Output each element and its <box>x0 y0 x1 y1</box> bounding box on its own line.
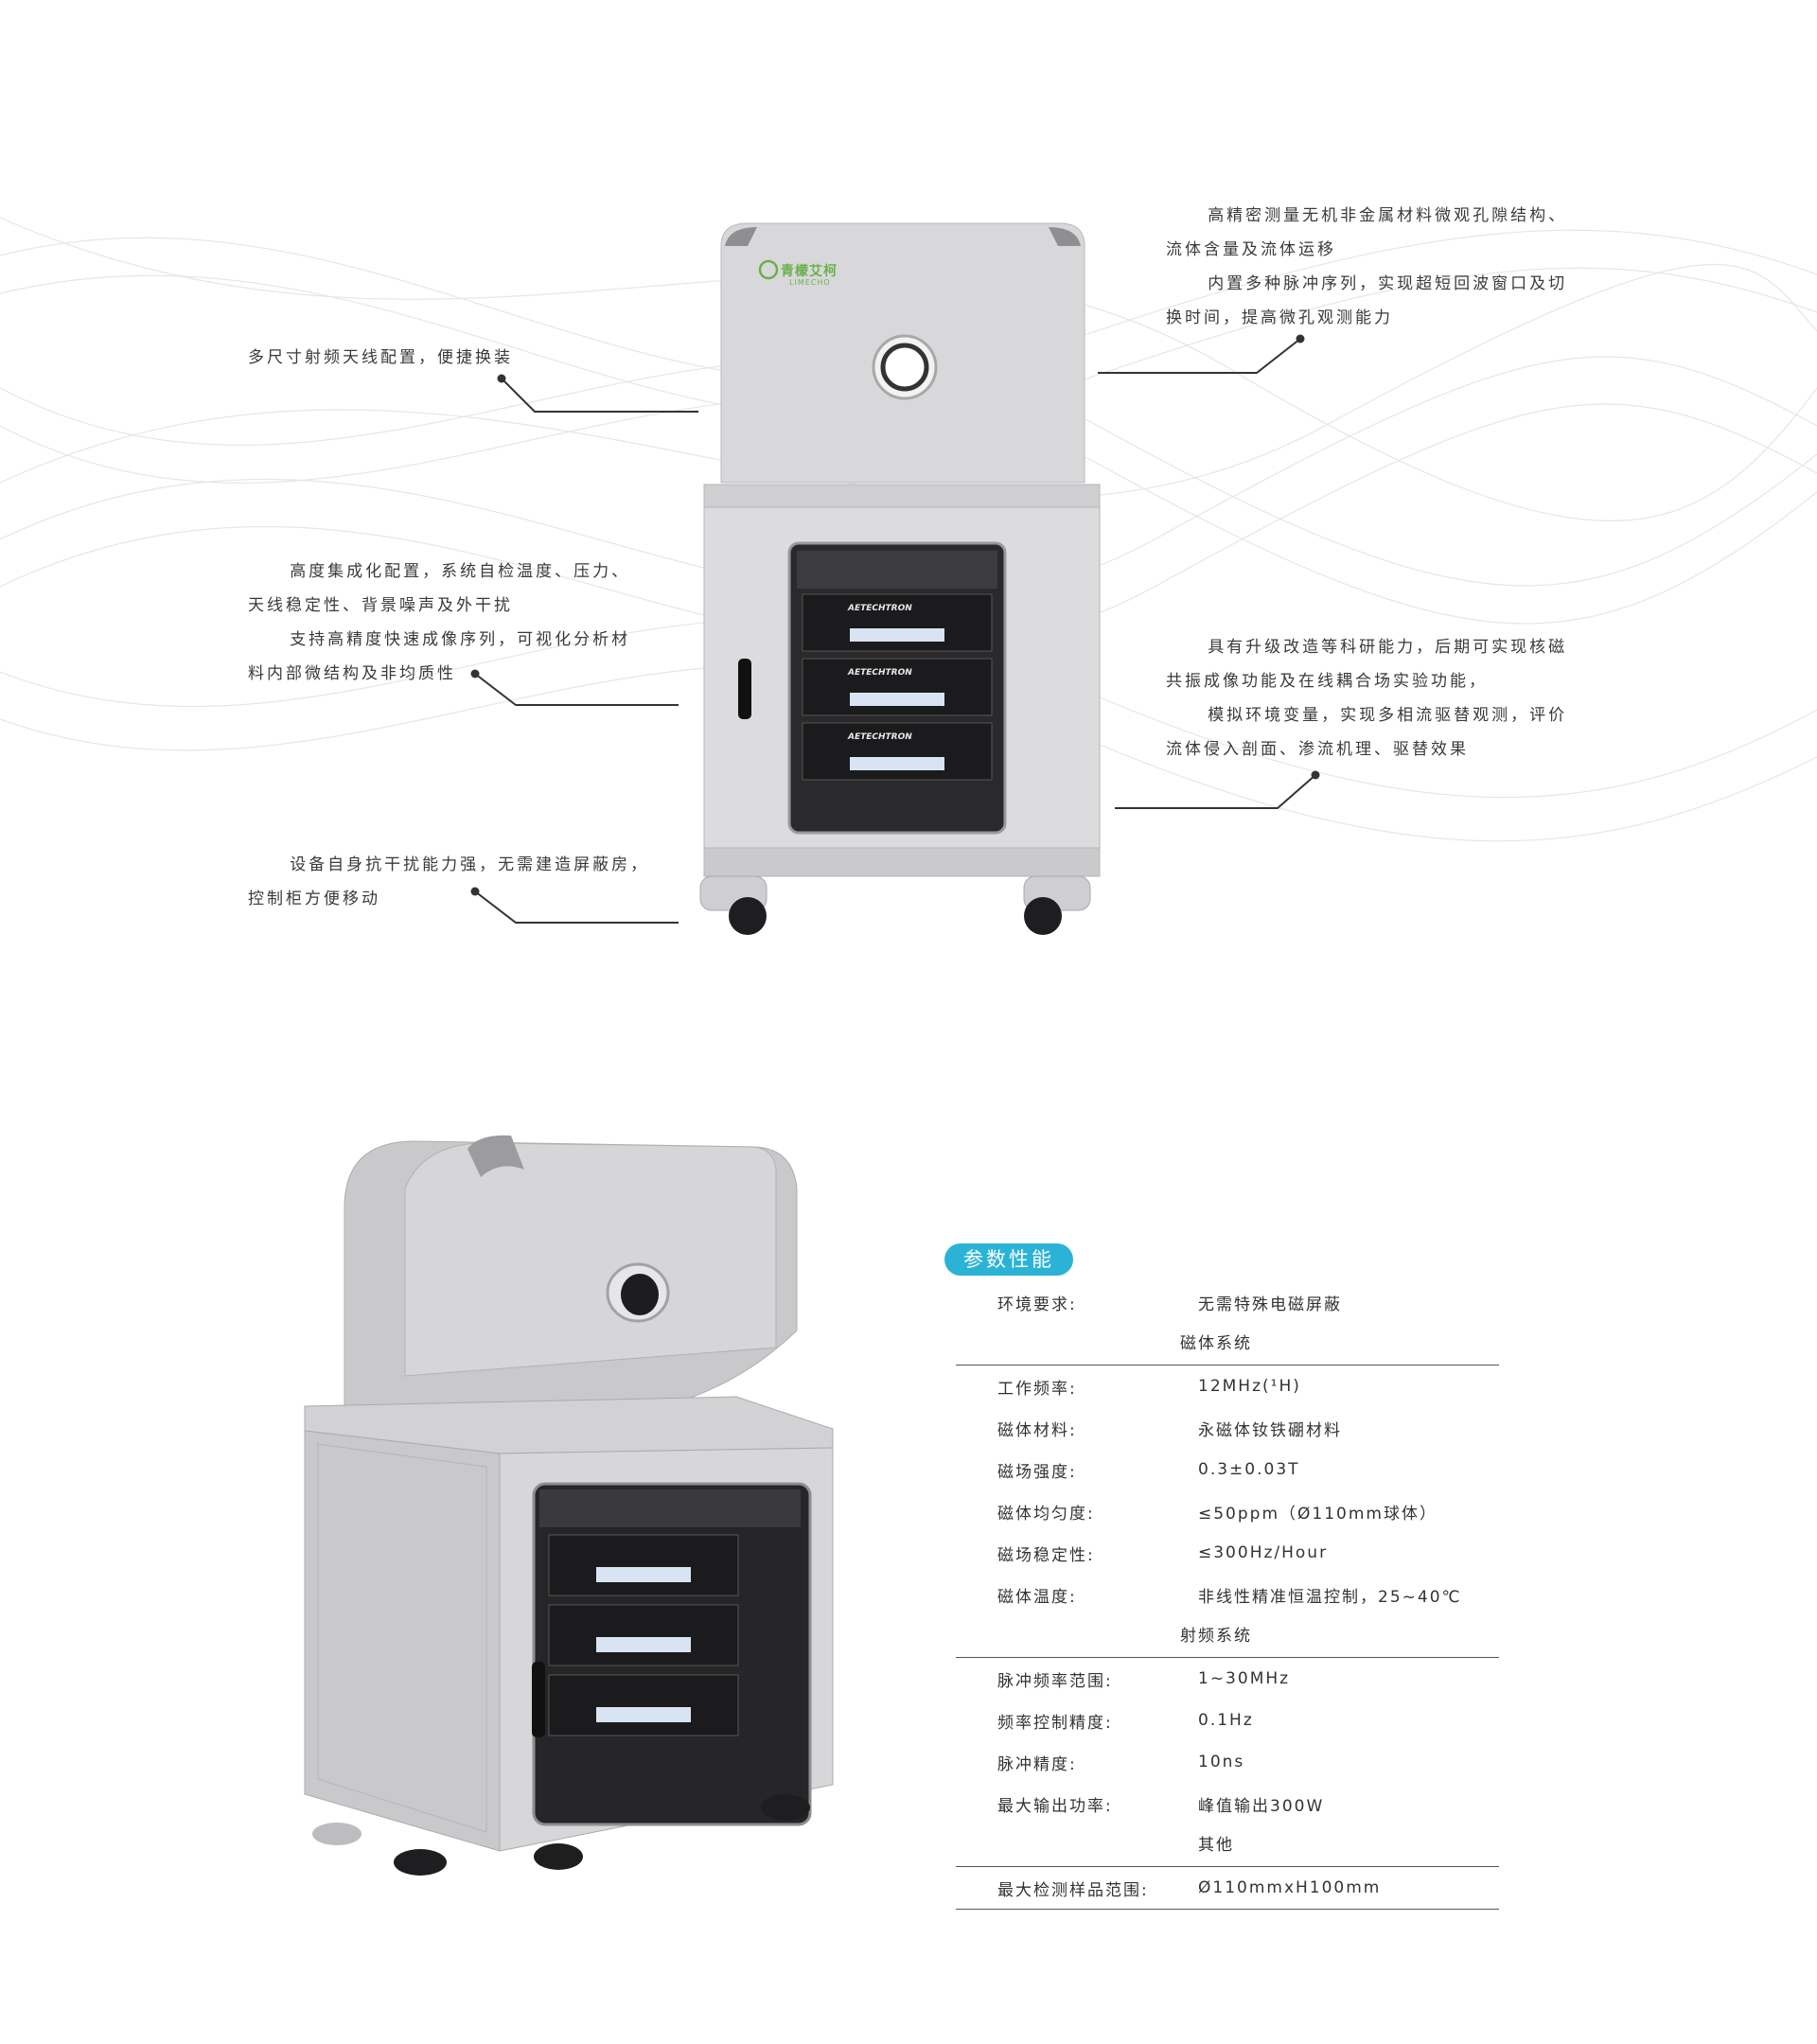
callout-precision: 高精密测量无机非金属材料微观孔隙结构、 流体含量及流体运移 内置多种脉冲序列，实… <box>1166 206 1568 327</box>
spec-row: 脉冲频率范围:1~30MHz <box>997 1669 1291 1691</box>
spec-title-badge: 参数性能 <box>944 1243 1073 1276</box>
spec-row: 最大输出功率:峰值输出300W <box>997 1796 1325 1816</box>
product-front-view <box>699 222 1101 935</box>
spec-row: 磁体材料:永磁体钕铁硼材料 <box>997 1420 1342 1440</box>
spec-row: 脉冲精度:10ns <box>997 1753 1245 1774</box>
spec-row: 最大检测样品范围:Ø110mmxH100mm <box>997 1878 1382 1900</box>
spec-row: 磁体均匀度:≤50ppm（Ø110mm球体） <box>997 1504 1438 1524</box>
callout-antenna: 多尺寸射频天线配置，便捷换装 <box>248 348 513 367</box>
callout-anti-interference: 设备自身抗干扰能力强，无需建造屏蔽房， 控制柜方便移动 <box>248 855 650 908</box>
callout-integration: 高度集成化配置，系统自检温度、压力、 天线稳定性、背景噪声及外干扰 支持高精度快… <box>248 562 631 683</box>
callout-upgrade: 具有升级改造等科研能力，后期可实现核磁 共振成像功能及在线耦合场实验功能， 模拟… <box>1166 638 1568 759</box>
spec-table: 环境要求: 无需特殊电磁屏蔽 磁体系统 工作频率:12MHz(¹H) 磁体材料:… <box>956 1281 1499 1910</box>
spec-row: 频率控制精度:0.1Hz <box>997 1711 1254 1733</box>
spec-section-rf: 射频系统 <box>956 1615 1499 1658</box>
brand-logo-icon <box>758 259 779 280</box>
spec-row-env: 环境要求: 无需特殊电磁屏蔽 <box>997 1295 1342 1314</box>
product-perspective-view <box>304 1135 834 1876</box>
brand-subname: LIMECHO <box>789 278 831 287</box>
spec-row: 磁体温度:非线性精准恒温控制，25~40℃ <box>997 1587 1462 1607</box>
rack-brand-2: AETECHTRON <box>848 668 912 678</box>
spec-row: 工作频率:12MHz(¹H) <box>997 1377 1301 1399</box>
spec-section-other: 其他 <box>956 1824 1499 1867</box>
spec-row: 磁场稳定性:≤300Hz/Hour <box>997 1543 1329 1565</box>
spec-table-end-line <box>956 1909 1499 1910</box>
rack-brand-3: AETECHTRON <box>848 732 912 742</box>
spec-section-magnet: 磁体系统 <box>956 1323 1499 1366</box>
rack-brand-1: AETECHTRON <box>848 604 912 613</box>
spec-row: 磁场强度:0.3±0.03T <box>997 1460 1300 1482</box>
brand-name: 青檬艾柯 <box>781 264 838 279</box>
